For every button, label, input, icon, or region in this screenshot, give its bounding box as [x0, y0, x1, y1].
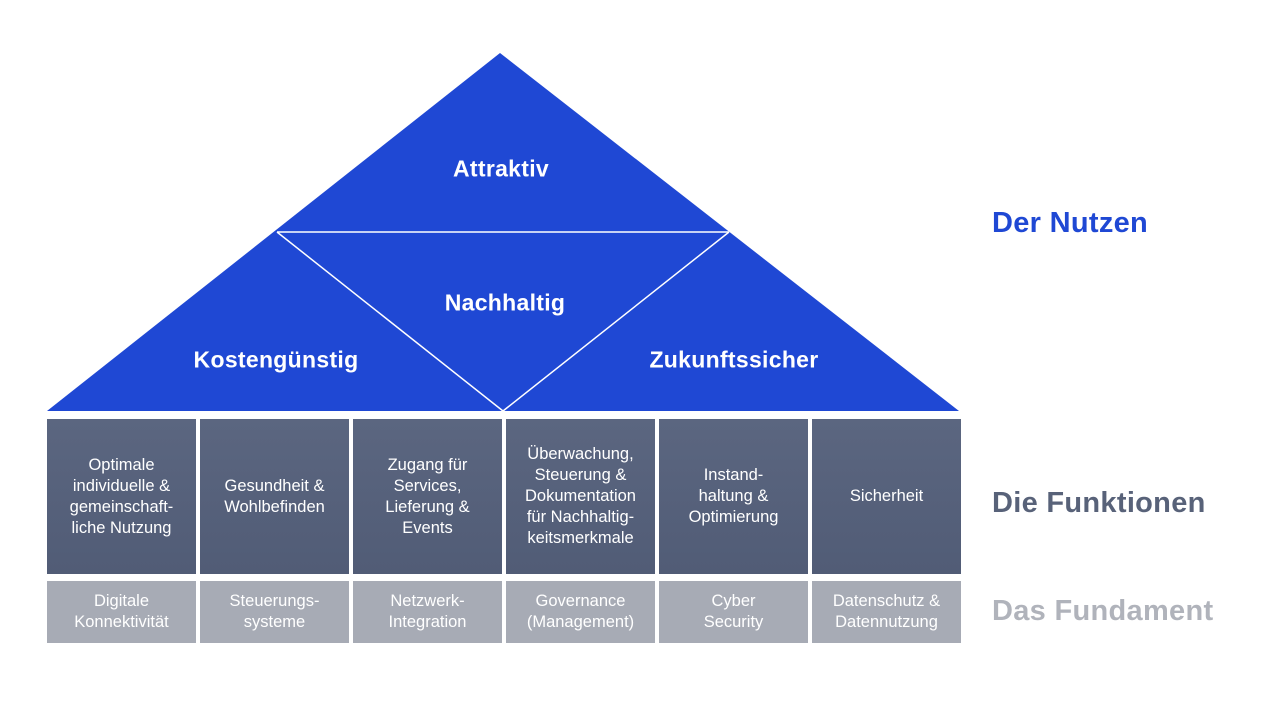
function-cell: Überwachung, Steuerung & Dokumentation f…	[506, 419, 655, 574]
roof-label-center: Nachhaltig	[444, 289, 566, 316]
functions-row: Optimale individuelle & gemeinschaft- li…	[47, 419, 961, 574]
roof-label-left: Kostengünstig	[193, 346, 359, 373]
roof-divider-right	[502, 231, 730, 412]
foundation-cell: Steuerungs- systeme	[200, 581, 349, 643]
roof-divider-left	[276, 231, 504, 412]
roof-label-right: Zukunftssicher	[649, 346, 819, 373]
section-label-benefit: Der Nutzen	[992, 207, 1149, 239]
function-cell: Zugang für Services, Lieferung & Events	[353, 419, 502, 574]
foundation-cell: Governance (Management)	[506, 581, 655, 643]
function-cell: Gesundheit & Wohlbefinden	[200, 419, 349, 574]
roof-diagram	[47, 53, 959, 412]
foundation-row: Digitale Konnektivität Steuerungs- syste…	[47, 581, 961, 643]
foundation-cell: Netzwerk- Integration	[353, 581, 502, 643]
function-cell: Optimale individuelle & gemeinschaft- li…	[47, 419, 196, 574]
function-cell: Instand- haltung & Optimierung	[659, 419, 808, 574]
section-label-foundation: Das Fundament	[992, 595, 1214, 627]
roof-label-top: Attraktiv	[452, 155, 550, 182]
function-cell: Sicherheit	[812, 419, 961, 574]
foundation-cell: Digitale Konnektivität	[47, 581, 196, 643]
foundation-cell: Datenschutz & Datennutzung	[812, 581, 961, 643]
foundation-cell: Cyber Security	[659, 581, 808, 643]
section-label-functions: Die Funktionen	[992, 487, 1206, 519]
